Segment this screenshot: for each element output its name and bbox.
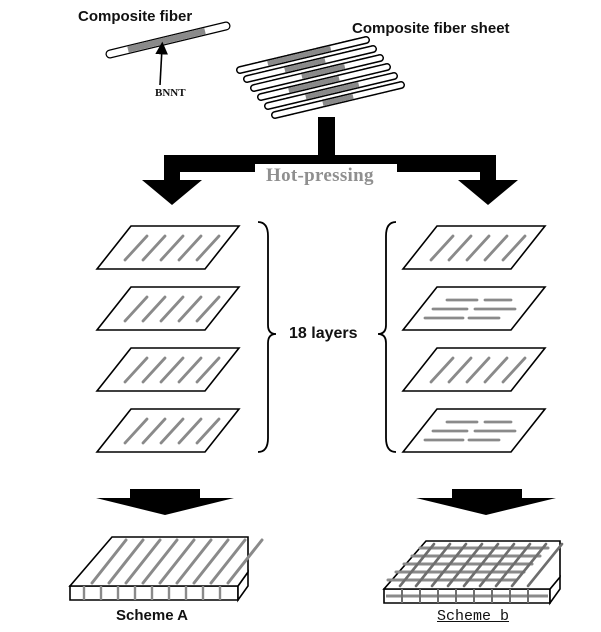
fiber-layer [95, 225, 241, 270]
block-fiber [526, 542, 564, 588]
layer-fiber [501, 234, 527, 262]
layers-count-label: 18 layers [289, 325, 358, 342]
layer-fiber [465, 234, 491, 262]
left-layer-stack [95, 225, 241, 453]
layer-fiber [141, 234, 167, 262]
composite-fiber-sheet [236, 36, 405, 119]
right-layer-stack [401, 225, 547, 453]
scheme-a-label: Scheme A [116, 607, 188, 624]
layer-fiber [177, 234, 203, 262]
layer-fiber [465, 356, 491, 384]
block-fiber [158, 538, 196, 585]
layer-fiber [429, 234, 455, 262]
composite-fiber-sheet-label: Composite fiber sheet [352, 20, 510, 37]
layer-fiber [141, 417, 167, 445]
layer-fiber [159, 295, 185, 323]
fiber-layer [95, 286, 241, 331]
layer-fiber [123, 356, 149, 384]
block-fiber [430, 542, 468, 588]
hot-pressing-arrow [142, 117, 518, 205]
composite-fiber-label: Composite fiber [78, 8, 193, 25]
block-fiber [90, 538, 128, 585]
layer-fiber [123, 295, 149, 323]
hot-pressing-label: Hot-pressing [266, 165, 374, 186]
fiber-layer [401, 347, 547, 392]
layer-fiber [123, 234, 149, 262]
layer-fiber [159, 234, 185, 262]
block-fiber [446, 542, 484, 588]
block-fiber [175, 538, 213, 585]
block-fiber [462, 542, 500, 588]
layer-fiber [447, 356, 473, 384]
layer-fiber [483, 356, 509, 384]
layer-fiber [429, 356, 455, 384]
layer-fiber [501, 356, 527, 384]
layer-fiber [177, 356, 203, 384]
fiber-layer [401, 225, 547, 270]
block-fiber [107, 538, 145, 585]
left-brace [257, 221, 277, 453]
block-fiber [510, 542, 548, 588]
layer-fiber [177, 417, 203, 445]
scheme-b-label: Scheme b [437, 608, 510, 625]
scheme-b-block [382, 540, 564, 606]
layer-fiber [141, 356, 167, 384]
block-fiber [398, 542, 436, 588]
block-fiber [209, 538, 247, 585]
bnnt-label: BNNT [155, 87, 186, 99]
scheme-a-block [68, 536, 264, 603]
fiber-layer [95, 347, 241, 392]
layer-fiber [141, 295, 167, 323]
layer-fiber [483, 234, 509, 262]
block-fiber [478, 542, 516, 588]
left-down-arrow [96, 489, 234, 515]
fiber-layer [401, 286, 547, 331]
layer-fiber [195, 234, 221, 262]
layer-fiber [177, 295, 203, 323]
composite-fiber [105, 21, 231, 59]
layer-fiber [159, 417, 185, 445]
layer-fiber [195, 295, 221, 323]
block-fiber [192, 538, 230, 585]
fiber-layer [401, 408, 547, 453]
layer-fiber [159, 356, 185, 384]
right-down-arrow [416, 489, 556, 515]
block-fiber [141, 538, 179, 585]
fiber-layer [95, 408, 241, 453]
block-fiber [226, 538, 264, 585]
block-fiber [494, 542, 532, 588]
layer-fiber [195, 356, 221, 384]
block-fiber [414, 542, 452, 588]
layer-fiber [123, 417, 149, 445]
block-fiber [124, 538, 162, 585]
layer-fiber [195, 417, 221, 445]
bnnt-pointer-arrow [155, 41, 169, 86]
layer-fiber [447, 234, 473, 262]
right-brace [377, 221, 397, 453]
